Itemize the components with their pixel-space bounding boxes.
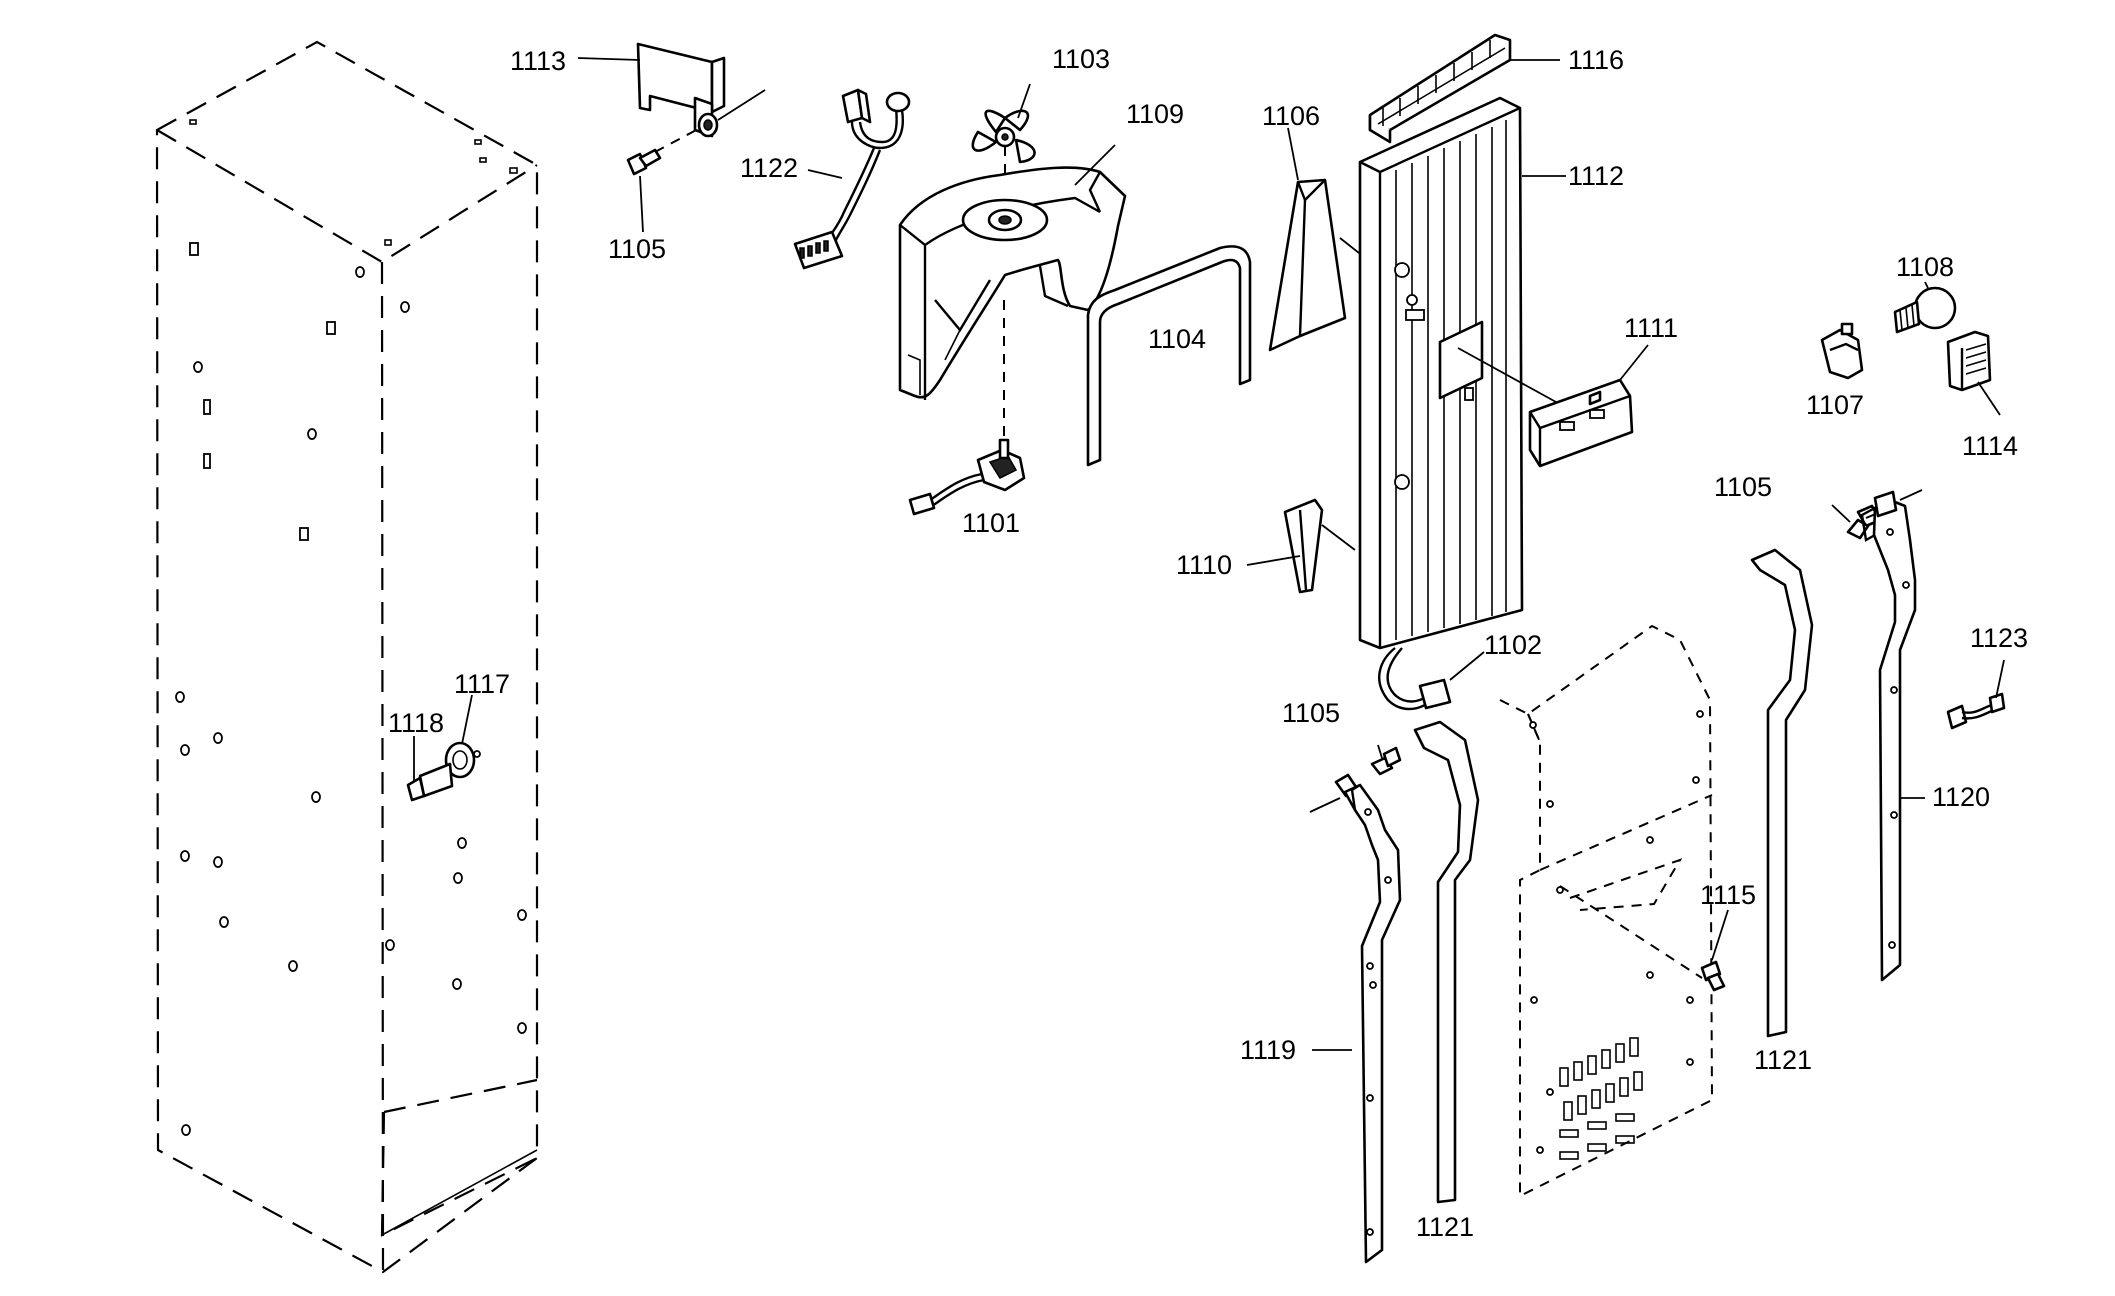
small-duct-part (1246, 498, 1356, 594)
thermostat-knob-part (406, 694, 481, 802)
light-bulb-part (1893, 281, 1957, 334)
callout-1116: 1116 (1568, 45, 1624, 75)
callout-1105-mid: 1105 (1282, 698, 1340, 728)
bracket-part (577, 42, 766, 233)
left-spacer-bar-part (1413, 720, 1480, 1204)
fan-shroud-part (898, 144, 1127, 400)
callout-1111: 1111 (1624, 313, 1678, 343)
cabinet-outline (155, 40, 539, 1274)
light-bracket-part (1457, 344, 1649, 468)
callout-labels: 1113 1105 1122 1103 1109 1104 1101 1106 … (388, 44, 2028, 1242)
callout-1113: 1113 (510, 46, 566, 76)
connector-part (1946, 659, 2006, 730)
callout-1107: 1107 (1806, 390, 1864, 420)
callout-1119: 1119 (1240, 1035, 1296, 1065)
callout-1101: 1101 (962, 508, 1020, 538)
callout-1115: 1115 (1700, 880, 1756, 910)
callout-1114: 1114 (1962, 431, 2018, 461)
left-rail-part (1309, 744, 1402, 1264)
right-rail-part (1831, 489, 1925, 982)
callout-1123: 1123 (1970, 623, 2028, 653)
callout-1105-top: 1105 (608, 234, 666, 264)
grille-part (1368, 33, 1560, 144)
evaporator-panel-part (1358, 96, 1566, 711)
callout-1122: 1122 (740, 153, 798, 183)
fan-blade-part (971, 83, 1036, 200)
callout-1118: 1118 (388, 708, 444, 738)
callout-1103: 1103 (1052, 44, 1110, 74)
callout-1104: 1104 (1148, 324, 1206, 354)
callout-1110: 1110 (1176, 550, 1232, 580)
fan-motor-part (908, 300, 1026, 516)
callout-1112: 1112 (1568, 161, 1624, 191)
callout-1117: 1117 (454, 669, 510, 699)
callout-1108: 1108 (1896, 252, 1954, 282)
callout-1121-left: 1121 (1416, 1212, 1474, 1242)
back-panel-part (1499, 624, 1729, 1198)
gasket-part (1086, 245, 1252, 467)
callout-1120: 1120 (1932, 782, 1990, 812)
callout-1109: 1109 (1126, 99, 1184, 129)
light-cover-part (1946, 330, 2001, 416)
wire-harness-part (793, 88, 911, 270)
callout-1105-right: 1105 (1714, 472, 1772, 502)
right-spacer-bar-part (1750, 548, 1814, 1038)
light-socket-part (1820, 322, 1864, 380)
callout-1106: 1106 (1262, 101, 1320, 131)
callout-1121-right: 1121 (1754, 1045, 1812, 1075)
callout-1102: 1102 (1484, 630, 1542, 660)
